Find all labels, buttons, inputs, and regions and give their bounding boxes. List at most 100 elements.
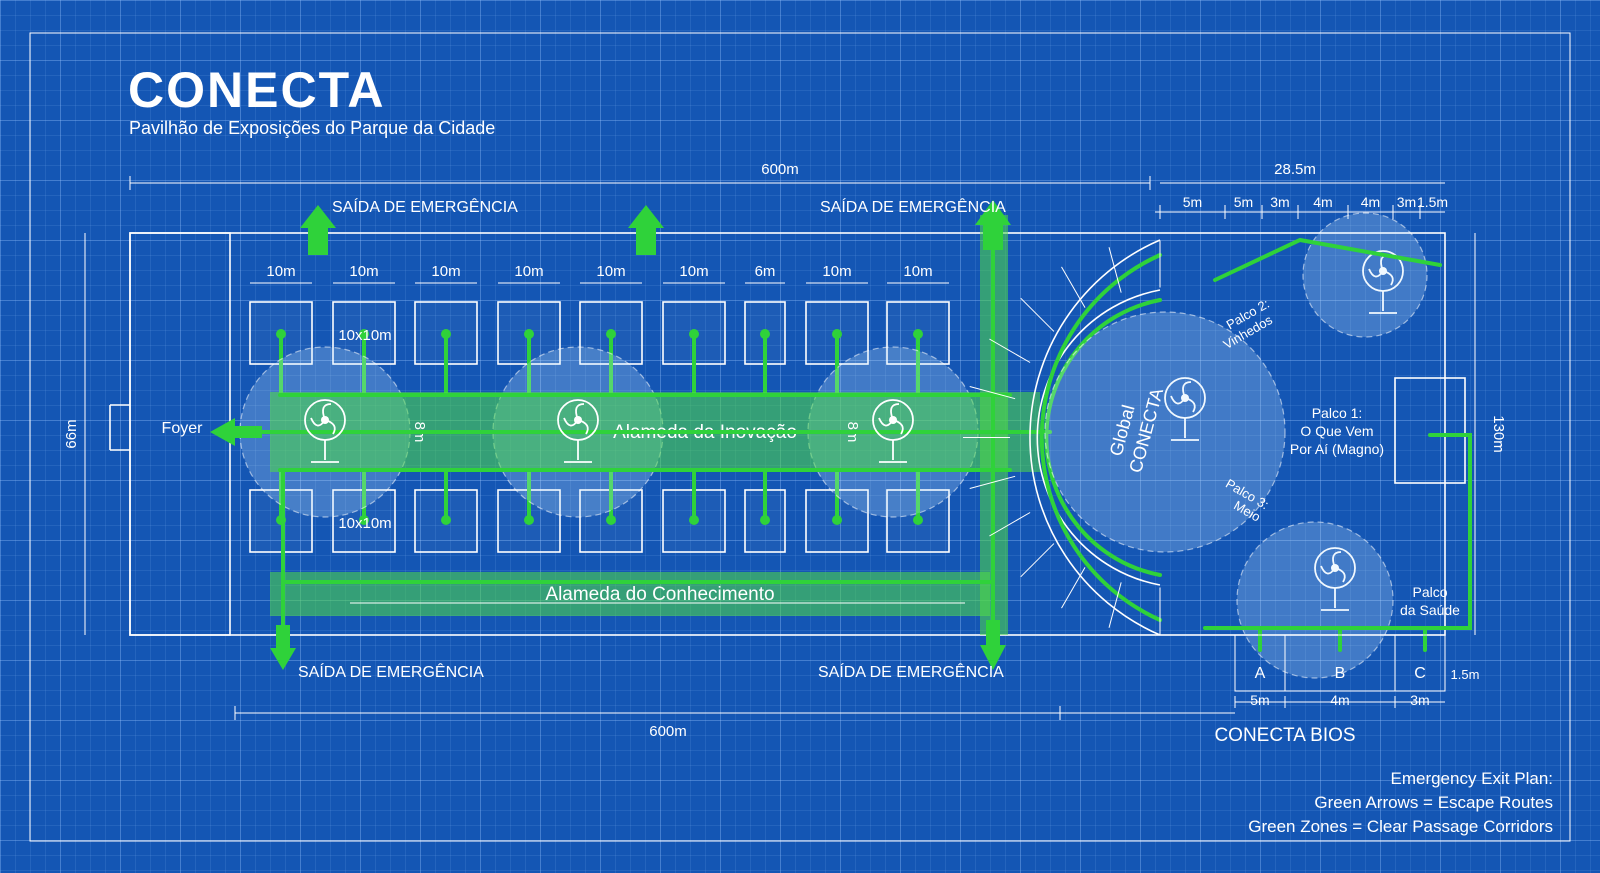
booth-route-dot xyxy=(913,515,923,525)
foyer-label: Foyer xyxy=(162,420,204,437)
dim-bottom-total: 600m xyxy=(649,723,687,740)
booth-route-dot xyxy=(606,329,616,339)
legend-line1: Green Arrows = Escape Routes xyxy=(1314,793,1553,812)
palco-saude-line2: da Saúde xyxy=(1400,602,1460,618)
room-segment-label: 3m xyxy=(1410,692,1429,708)
exit-label-top-right: SAÍDA DE EMERGÊNCIA xyxy=(820,197,1006,216)
clear-zone-top-right xyxy=(1302,212,1428,338)
booth-width-label: 10m xyxy=(349,263,378,280)
alameda-conhecimento-label: Alameda do Conhecimento xyxy=(545,584,774,605)
dim-right-total: 28.5m xyxy=(1274,161,1316,178)
booth-route-dot xyxy=(359,515,369,525)
booth-width-label: 6m xyxy=(755,263,776,280)
seat-divider xyxy=(1108,582,1122,628)
seat-divider xyxy=(1020,543,1055,578)
fan-icon xyxy=(1314,547,1356,611)
seat-divider xyxy=(969,475,1016,489)
seat-divider xyxy=(989,338,1031,363)
fan-icon xyxy=(557,399,599,463)
right-segment-label: 5m xyxy=(1234,194,1253,210)
exit-arrow-up-icon xyxy=(628,205,664,255)
booth-route-dot xyxy=(524,329,534,339)
palco-saude-line1: Palco xyxy=(1412,584,1447,600)
clear-zone-bottom-right xyxy=(1236,521,1394,679)
booth-width-label: 10m xyxy=(903,263,932,280)
booth-route-dot xyxy=(689,329,699,339)
right-segment-label: 3m xyxy=(1270,194,1289,210)
exit-label-bottom-right: SAÍDA DE EMERGÊNCIA xyxy=(818,662,1004,681)
clear-zone-global xyxy=(1044,311,1286,553)
arena-inner-arc xyxy=(1036,289,1161,586)
palco1-stage xyxy=(1394,377,1466,484)
room-b-label: B xyxy=(1335,665,1346,682)
booth-route-dot xyxy=(441,329,451,339)
outer-frame xyxy=(29,32,1571,842)
route-arena-outer xyxy=(1039,253,1162,622)
room-a-label: A xyxy=(1255,665,1266,682)
rooms-block xyxy=(1234,634,1446,692)
right-segment-label: 4m xyxy=(1361,194,1380,210)
exit-label-bottom-left: SAÍDA DE EMERGÊNCIA xyxy=(298,662,484,681)
exit-arrow-down-icon xyxy=(980,620,1006,670)
dim-bottom-right-edge: 1.5m xyxy=(1451,667,1480,682)
fan-icons xyxy=(304,250,1404,611)
palco1-line1: Palco 1: xyxy=(1312,405,1363,421)
booth-width-label: 10m xyxy=(514,263,543,280)
room-c-label: C xyxy=(1414,665,1426,682)
seat-divider xyxy=(1061,266,1086,308)
booth-width-label: 10m xyxy=(431,263,460,280)
dim-left-height: 66m xyxy=(63,419,80,448)
right-segment-label: 1.5m xyxy=(1417,194,1448,210)
fan-icon xyxy=(1164,377,1206,441)
booth-route-dot xyxy=(441,515,451,525)
seat-divider xyxy=(1061,567,1086,609)
booth-route-dot xyxy=(524,515,534,525)
exit-label-top-left: SAÍDA DE EMERGÊNCIA xyxy=(332,197,518,216)
exit-arrow-left-icon xyxy=(210,418,262,446)
booth-route-dot xyxy=(606,515,616,525)
arena-seating xyxy=(963,240,1161,635)
bios-label: CONECTA BIOS xyxy=(1214,725,1355,746)
seat-divider xyxy=(1020,297,1055,332)
booth-route-dot xyxy=(832,515,842,525)
exit-arrow-up-icon xyxy=(300,205,336,255)
booth-size-bottom: 10x10m xyxy=(338,515,391,532)
dim-right-height: 130m xyxy=(1490,415,1507,453)
right-segment-label: 5m xyxy=(1183,194,1202,210)
route-arena-inner xyxy=(1044,298,1162,577)
booth-width-label: 10m xyxy=(266,263,295,280)
booth-width-label: 10m xyxy=(596,263,625,280)
room-segments: 5m 4m 3m xyxy=(1234,692,1430,708)
seat-divider xyxy=(989,512,1031,537)
room-segment-label: 4m xyxy=(1330,692,1349,708)
booth-route-dot xyxy=(913,329,923,339)
seat-divider xyxy=(1108,247,1122,293)
foyer-door xyxy=(109,404,130,451)
legend-title: Emergency Exit Plan: xyxy=(1390,769,1553,788)
route-right-loop xyxy=(1203,433,1472,630)
right-segment-label: 3m xyxy=(1397,194,1416,210)
booth-width-label: 10m xyxy=(822,263,851,280)
brand-title: CONECTA xyxy=(128,62,386,118)
corridor-conhecimento xyxy=(270,572,990,616)
legend-line2: Green Zones = Clear Passage Corridors xyxy=(1248,817,1553,836)
seat-divider xyxy=(969,386,1016,400)
booth-route-dot xyxy=(832,329,842,339)
booth-route-dot xyxy=(760,329,770,339)
exit-arrow-up-icon xyxy=(975,200,1011,250)
exit-arrow-down-icon xyxy=(270,625,296,670)
brand-subtitle: Pavilhão de Exposições do Parque da Cida… xyxy=(129,118,495,138)
right-segment-label: 4m xyxy=(1313,194,1332,210)
booth-width-label: 10m xyxy=(679,263,708,280)
booth-route-dot xyxy=(689,515,699,525)
booth-grid xyxy=(249,301,950,553)
palco1-line3: Por Aí (Magno) xyxy=(1290,441,1384,457)
fan-icon xyxy=(304,399,346,463)
palco1-line2: O Que Vem xyxy=(1300,423,1373,439)
dim-top-total: 600m xyxy=(761,161,799,178)
booth-size-top: 10x10m xyxy=(338,327,391,344)
route-right-top xyxy=(1213,237,1442,282)
room-segment-label: 5m xyxy=(1250,692,1269,708)
booth-route-dot xyxy=(760,515,770,525)
